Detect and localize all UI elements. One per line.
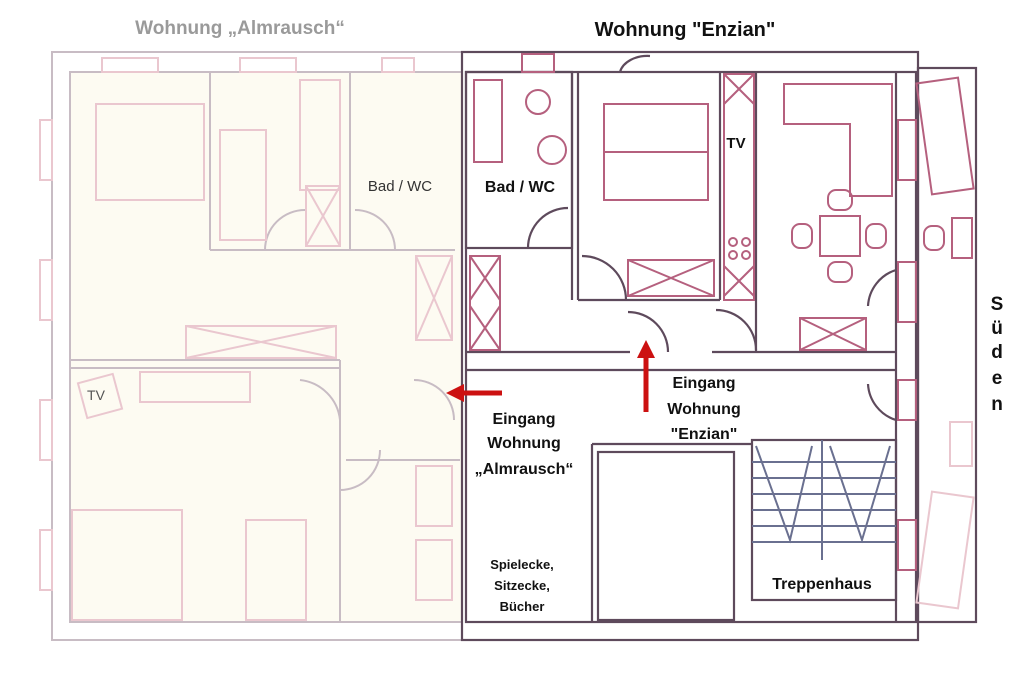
label-left-tv: TV (87, 387, 106, 403)
entrance-line: Wohnung (487, 435, 560, 452)
orientation-letter: S (991, 294, 1004, 315)
entrance-arrow-enzian (637, 340, 655, 412)
label-play-corner: Spielecke, Sitzecke, Bücher (490, 557, 554, 614)
title-almrausch: Wohnung „Almrausch“ (135, 18, 345, 39)
entrance-line: Eingang (672, 375, 735, 392)
orientation-letter: e (992, 368, 1003, 389)
entrance-line: "Enzian" (671, 426, 738, 443)
orientation-letter: n (991, 394, 1003, 415)
label-right-tv: TV (726, 135, 745, 152)
orientation-letter: ü (991, 318, 1003, 339)
label-entrance-enzian: Eingang Wohnung "Enzian" (667, 375, 740, 443)
balcony (915, 66, 978, 624)
entrance-line: Wohnung (667, 401, 740, 418)
entrance-arrow-almrausch (446, 384, 502, 402)
label-right-bath: Bad / WC (485, 179, 556, 196)
play-corner-line: Bücher (500, 599, 545, 614)
label-entrance-almrausch: Eingang Wohnung „Almrausch“ (475, 411, 574, 478)
apartment-enzian (460, 50, 920, 642)
play-corner-line: Sitzecke, (494, 578, 550, 593)
apartment-almrausch (39, 51, 463, 641)
label-stairwell: Treppenhaus (772, 576, 872, 593)
label-left-bath: Bad / WC (368, 178, 432, 195)
entrance-line: „Almrausch“ (475, 461, 574, 478)
orientation-letter: d (991, 342, 1003, 363)
title-enzian: Wohnung "Enzian" (595, 19, 776, 41)
entrance-line: Eingang (492, 411, 555, 428)
orientation-south: S ü d e n (991, 294, 1004, 415)
play-corner-line: Spielecke, (490, 557, 554, 572)
